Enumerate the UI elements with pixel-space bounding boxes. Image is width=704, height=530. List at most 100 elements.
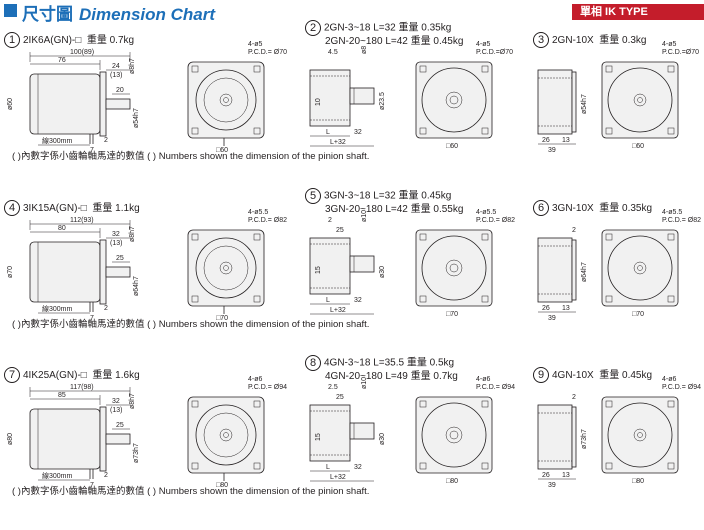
gearhead-weight1: 重量 0.35kg [398, 22, 452, 34]
gh-d3: 15 [315, 433, 322, 441]
gh-front-pcd: P.C.D.= Ø82 [476, 217, 515, 224]
dim-shaft-alt: (13) [110, 72, 122, 79]
gh-d1: 2.5 [328, 384, 338, 391]
dec-dia: ø54h7 [581, 94, 588, 114]
front-pcd: P.C.D.= Ø94 [248, 384, 287, 391]
gearhead-line2: 2GN-20~180 L=42 [325, 36, 408, 47]
dec-d4: 2 [572, 227, 576, 234]
header-square-icon [4, 4, 17, 17]
gh-total: L+32 [330, 474, 346, 481]
gh-front-holes: 4-ø5 [476, 41, 491, 48]
dec-d1: 26 [542, 137, 550, 144]
motor-front-drawing: 4-ø6 P.C.D.= Ø94 □80 [187, 376, 287, 489]
item-number: 6 [533, 200, 549, 217]
pinion-note: ( )內數字係小齒輪軸馬達的數值 ( ) Numbers shown the d… [12, 319, 370, 330]
gh-d1: 4.5 [328, 49, 338, 56]
dec-front-pcd: P.C.D.= Ø94 [662, 384, 701, 391]
dim-body: 76 [58, 57, 66, 64]
lead-gap: 7 [90, 482, 94, 489]
front-square: □80 [216, 482, 228, 489]
gh-front-pcd: P.C.D.= Ø94 [476, 384, 515, 391]
gh-d3: 10 [315, 98, 322, 106]
gh-front-pcd: P.C.D.=Ø70 [476, 49, 513, 56]
dia-pilot: ø8h7 [129, 393, 136, 409]
motor-model: 2IK6A(GN)-□ [23, 35, 82, 46]
item-number: 9 [533, 367, 549, 384]
dec-front-pcd: P.C.D.= Ø82 [662, 217, 701, 224]
gh-d2: ø10 [361, 210, 368, 222]
motor-model: 3IK15A(GN)-□ [23, 203, 87, 214]
page-title-en: Dimension Chart [79, 5, 216, 24]
motor-weight: 重量 1.6kg [92, 370, 140, 381]
gh-len2: 32 [354, 129, 362, 136]
item-number: 3 [533, 32, 549, 49]
gh-d5: 25 [336, 394, 344, 401]
dim-key: 20 [116, 87, 124, 94]
type-tag: 單相 IK TYPE [572, 4, 704, 20]
lead-offset: 2 [104, 472, 108, 479]
dim-key: 25 [116, 422, 124, 429]
dec-d2: 13 [562, 305, 570, 312]
dim-shaft-alt: (13) [110, 240, 122, 247]
page-title-zh: 尺寸圖 [22, 5, 73, 24]
decimal-weight: 重量 0.35kg [599, 203, 653, 214]
dim-body: 85 [58, 392, 66, 399]
dec-d3: 39 [548, 482, 556, 489]
decimal-model: 3GN-10X [552, 203, 594, 214]
dec-d1: 26 [542, 472, 550, 479]
decimal-model: 4GN-10X [552, 370, 594, 381]
gearhead-front-drawing: 4-ø6 P.C.D.= Ø94 □80 [415, 376, 515, 485]
dia-body: ø80 [7, 433, 14, 445]
gearhead-line2: 4GN-20~180 L=49 [325, 371, 408, 382]
gearhead-weight1: 重量 0.45kg [398, 190, 452, 202]
gh-d2: ø8 [361, 46, 368, 54]
item-number: 8 [305, 355, 321, 371]
dim-shaft: 32 [112, 398, 120, 405]
dia-flange: ø73h7 [133, 443, 140, 463]
gh-len: L [326, 464, 330, 471]
gh-total: L+32 [330, 139, 346, 146]
dia-pilot: ø8h7 [129, 58, 136, 74]
dec-d2: 13 [562, 137, 570, 144]
dim-shaft: 32 [112, 231, 120, 238]
gearhead-line1: 2GN-3~18 L=32 [324, 22, 396, 34]
front-holes: 4-ø5 [248, 41, 263, 48]
lead-wire: 線300mm [42, 304, 73, 313]
decimal-side-drawing: ø54h7 26 13 39 [537, 69, 588, 154]
decimal-weight: 重量 0.45kg [599, 370, 653, 381]
dia-body: ø60 [7, 98, 14, 110]
gearhead-side-drawing: 2.5 ø10 25 15 ø30 L 32 L+32 [309, 377, 386, 482]
dim-key: 25 [116, 255, 124, 262]
dec-front-square: □60 [632, 143, 644, 150]
lead-wire: 線300mm [42, 136, 73, 145]
decimal-side-drawing: 2 ø64h7 26 13 39 [537, 227, 588, 322]
motor-model: 4IK25A(GN)-□ [23, 370, 87, 381]
gh-len: L [326, 129, 330, 136]
front-square: □70 [216, 315, 228, 322]
gearhead-line1: 4GN-3~18 L=35.5 [324, 357, 405, 369]
gearhead-weight2: 重量 0.55kg [410, 204, 464, 215]
dec-front-holes: 4-ø5 [662, 41, 677, 48]
gh-d4: ø23.5 [379, 92, 386, 110]
motor-weight: 重量 0.7kg [86, 35, 135, 46]
gh-total: L+32 [330, 307, 346, 314]
gearhead-side-drawing: 4.5 ø8 10 ø23.5 L 32 L+32 [309, 46, 386, 147]
dec-d2: 13 [562, 472, 570, 479]
decimal-side-drawing: 2 ø73h7 26 13 39 [537, 394, 588, 489]
gearhead-line2: 3GN-20~180 L=42 [325, 204, 408, 215]
pinion-note: ( )內數字係小齒輪軸馬達的數值 ( ) Numbers shown the d… [12, 486, 370, 497]
dec-d4: 2 [572, 394, 576, 401]
gearhead-front-drawing: 4-ø5 P.C.D.=Ø70 □60 [415, 41, 513, 150]
dec-d3: 39 [548, 315, 556, 322]
dim-total: 112(93) [70, 217, 94, 224]
gearhead-weight1: 重量 0.5kg [406, 357, 455, 369]
front-holes: 4-ø6 [248, 376, 263, 383]
motor-weight: 重量 1.1kg [92, 203, 140, 214]
decimal-weight: 重量 0.3kg [599, 35, 647, 46]
lead-gap: 7 [90, 147, 94, 154]
